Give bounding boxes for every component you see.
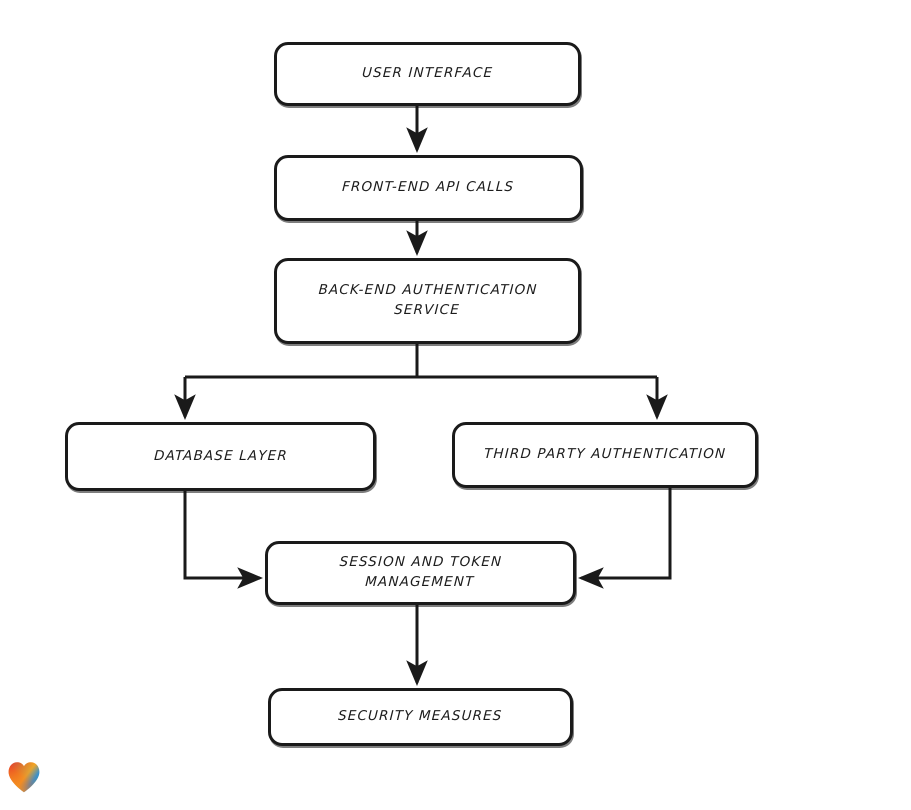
- node-security-measures-label: Security Measures: [337, 708, 504, 725]
- node-user-interface-label: User Interface: [361, 65, 494, 82]
- node-security-measures[interactable]: Security Measures: [268, 688, 573, 746]
- node-backend-auth-service[interactable]: Back-End Authentication Service: [274, 258, 581, 344]
- node-database-layer[interactable]: Database Layer: [65, 422, 376, 491]
- node-third-party-auth-label: Third Party Authentication: [483, 446, 727, 463]
- node-frontend-api-calls-label: Front-End API Calls: [342, 179, 516, 196]
- node-database-layer-label: Database Layer: [153, 447, 288, 464]
- node-session-token-mgmt[interactable]: Session and Token Management: [265, 541, 576, 605]
- node-user-interface[interactable]: User Interface: [274, 42, 581, 106]
- node-third-party-auth[interactable]: Third Party Authentication: [452, 422, 758, 488]
- edge-third-party-to-session: [577, 488, 672, 589]
- node-frontend-api-calls[interactable]: Front-End API Calls: [274, 155, 583, 221]
- heart-logo: [8, 762, 40, 793]
- node-session-token-mgmt-label: Session and Token Management: [339, 554, 503, 590]
- edge-database-to-session: [183, 491, 264, 589]
- node-backend-auth-service-label: Back-End Authentication Service: [318, 282, 539, 318]
